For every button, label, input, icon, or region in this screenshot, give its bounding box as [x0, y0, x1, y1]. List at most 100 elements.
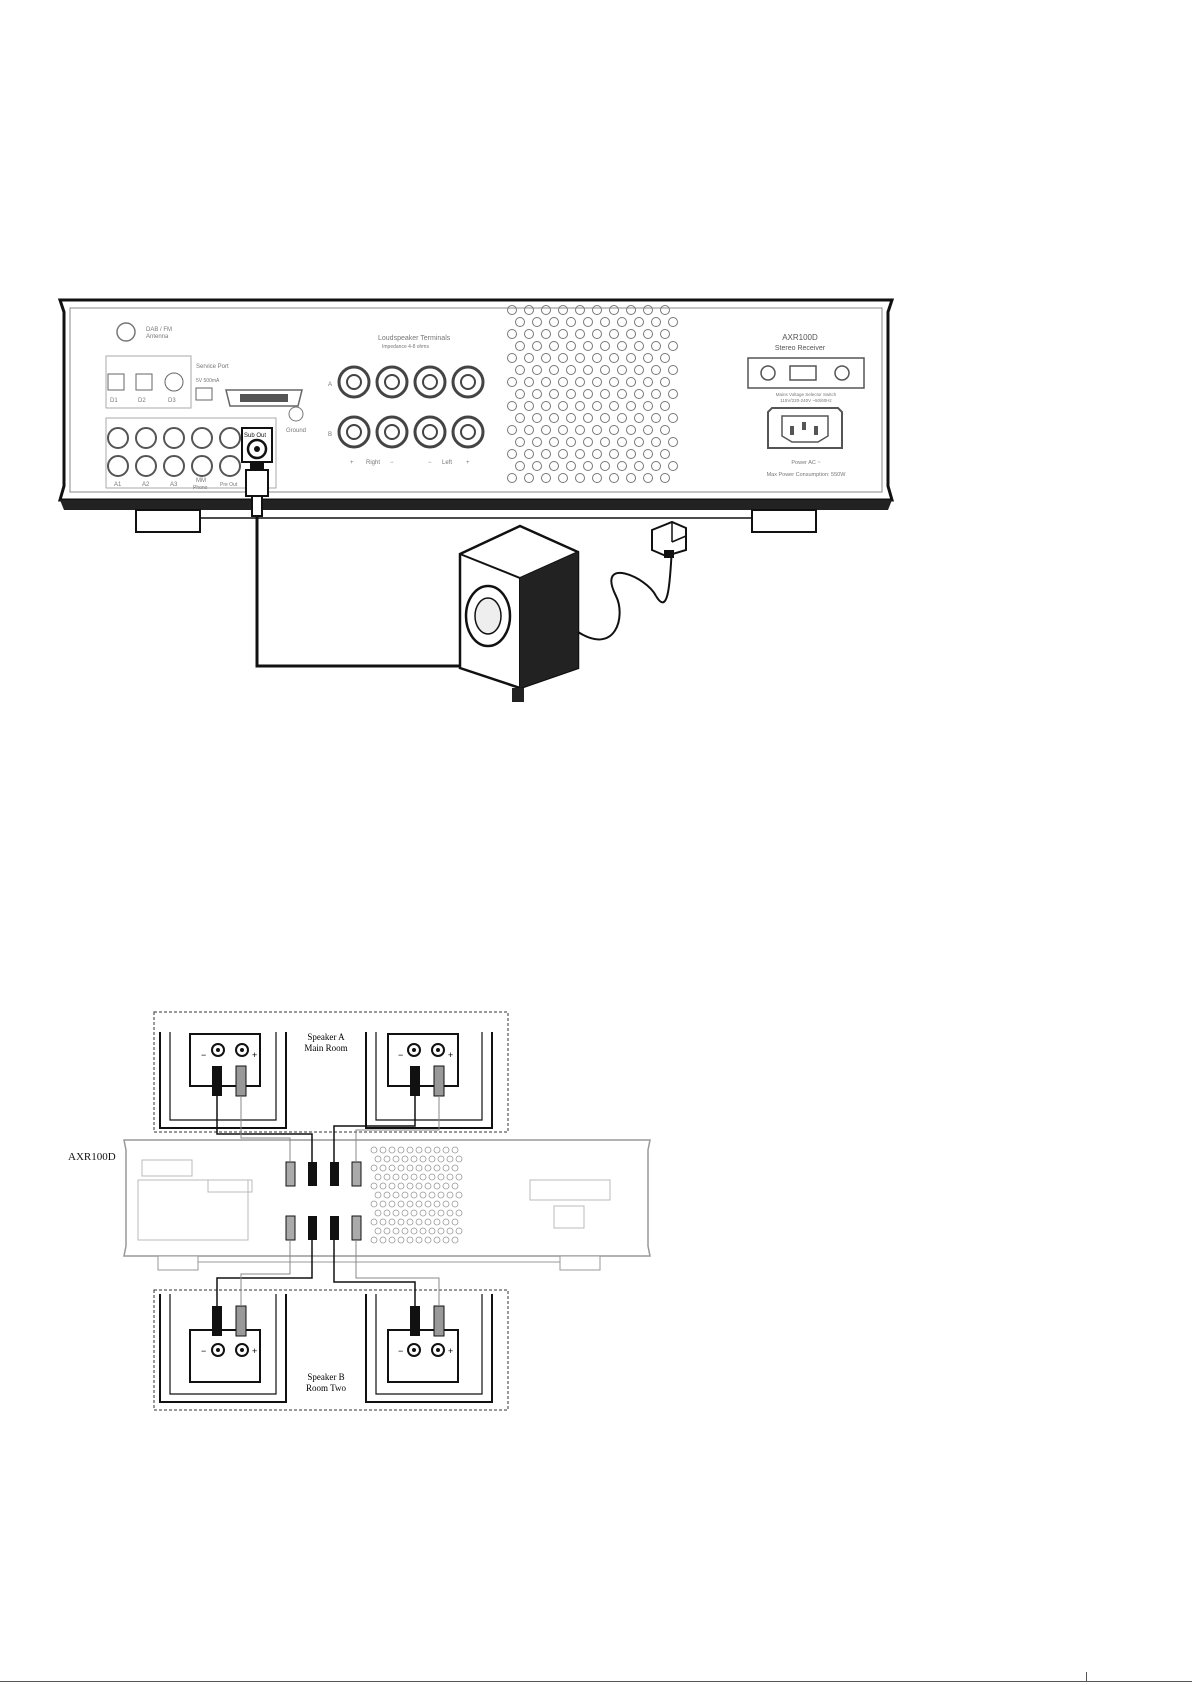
vent-hole: [651, 461, 661, 471]
vent-hole: [410, 1173, 418, 1181]
sub-plug-tip: [250, 462, 264, 470]
ventilation-grid: [507, 305, 678, 483]
vent-hole: [524, 473, 534, 483]
vent-hole: [609, 377, 619, 387]
speaker-b-title: Speaker B: [307, 1372, 344, 1382]
vent-hole: [428, 1191, 436, 1199]
vent-hole: [600, 437, 610, 447]
vent-hole: [609, 425, 619, 435]
page-footer-rule: [0, 1681, 1192, 1682]
vent-hole: [401, 1191, 409, 1199]
vent-hole: [575, 329, 585, 339]
vent-hole: [617, 317, 627, 327]
vent-hole: [388, 1218, 396, 1226]
vent-hole: [428, 1209, 436, 1217]
service-port-label: Service Port: [196, 364, 229, 370]
vent-hole: [455, 1227, 463, 1235]
plus-right: +: [350, 460, 354, 466]
minus-right: −: [390, 460, 394, 466]
vent-hole: [609, 473, 619, 483]
vent-hole: [626, 353, 636, 363]
phono-label: Phono: [193, 485, 208, 491]
vent-hole: [626, 449, 636, 459]
vent-hole: [626, 329, 636, 339]
vent-hole: [406, 1164, 414, 1172]
subwoofer-diagram: DAB / FM Antenna D1 D2 D3 Service Port 5…: [57, 298, 895, 702]
vent-hole: [451, 1200, 459, 1208]
speaker-a-title: Speaker A: [307, 1032, 345, 1042]
vent-hole: [668, 317, 678, 327]
vent-hole: [583, 413, 593, 423]
vent-hole: [549, 365, 559, 375]
vent-hole: [397, 1164, 405, 1172]
vent-hole: [566, 317, 576, 327]
vent-hole: [643, 353, 653, 363]
vent-hole: [397, 1146, 405, 1154]
voltage-selector-panel: [747, 357, 865, 389]
subwoofer-foot: [512, 688, 524, 702]
vent-hole: [437, 1173, 445, 1181]
vent-hole: [446, 1173, 454, 1181]
iec-power-socket: [767, 407, 843, 449]
vent-hole: [600, 341, 610, 351]
max-power-label: Max Power Consumption: 550W: [767, 472, 847, 478]
vent-hole: [634, 365, 644, 375]
subwoofer-mains-lead: [577, 572, 657, 641]
vent-hole: [415, 1218, 423, 1226]
analogue-inputs-group: [105, 417, 277, 489]
vent-hole: [515, 365, 525, 375]
vent-hole: [626, 401, 636, 411]
vent-hole: [583, 437, 593, 447]
vent-hole: [583, 317, 593, 327]
vent-hole: [507, 329, 517, 339]
vent-hole: [592, 473, 602, 483]
vent-hole: [397, 1200, 405, 1208]
vent-hole: [668, 365, 678, 375]
vent-hole: [424, 1164, 432, 1172]
vent-hole: [401, 1227, 409, 1235]
vent-hole: [419, 1227, 427, 1235]
vent-hole: [626, 305, 636, 315]
vent-hole: [575, 377, 585, 387]
receiver-foot-left: [135, 509, 201, 533]
sub-plug-body: [245, 469, 269, 497]
vent-hole: [558, 305, 568, 315]
vent-hole: [379, 1182, 387, 1190]
vent-hole: [451, 1146, 459, 1154]
vent-hole: [451, 1164, 459, 1172]
vent-hole: [419, 1173, 427, 1181]
vent-hole: [634, 389, 644, 399]
speaker-b-room: Room Two: [306, 1383, 346, 1393]
vent-hole: [437, 1227, 445, 1235]
vent-hole: [617, 413, 627, 423]
vent-hole: [532, 437, 542, 447]
vent-hole: [566, 389, 576, 399]
vent-hole: [442, 1146, 450, 1154]
vent-hole: [379, 1164, 387, 1172]
vent-hole: [507, 377, 517, 387]
vent-hole: [617, 365, 627, 375]
vent-hole: [410, 1209, 418, 1217]
vent-hole: [424, 1146, 432, 1154]
d1-label: D1: [110, 398, 118, 404]
power-ac-label: Power AC ~: [791, 460, 820, 466]
vent-hole: [524, 353, 534, 363]
speaker-b-right-plus: +: [448, 1346, 453, 1356]
receiver-name: AXR100D: [68, 1151, 116, 1163]
vent-hole: [592, 401, 602, 411]
right-label: Right: [366, 460, 380, 466]
sub-out-socket: [246, 438, 268, 460]
vent-hole: [626, 377, 636, 387]
vent-hole: [446, 1209, 454, 1217]
vent-hole: [634, 461, 644, 471]
vent-hole: [379, 1236, 387, 1244]
d3-label: D3: [168, 398, 176, 404]
vent-hole: [401, 1173, 409, 1181]
vent-hole: [541, 353, 551, 363]
vent-hole: [374, 1155, 382, 1163]
vent-hole: [433, 1218, 441, 1226]
vent-hole: [566, 461, 576, 471]
vent-hole: [549, 341, 559, 351]
vent-hole: [507, 473, 517, 483]
